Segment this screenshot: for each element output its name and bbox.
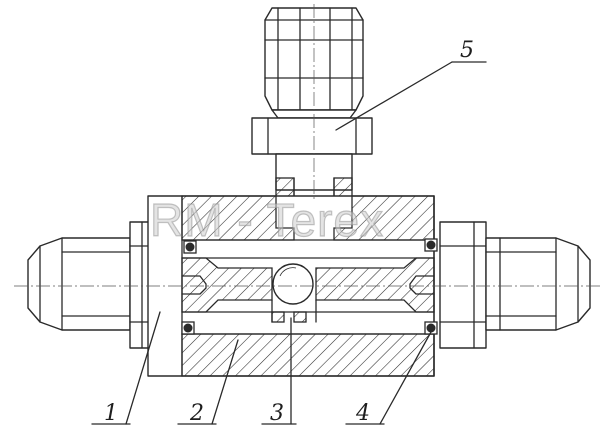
callout-1: 1	[91, 311, 161, 426]
callout-4: 4	[345, 331, 432, 426]
o-ring-top-right	[424, 238, 438, 252]
center-axes	[14, 4, 600, 287]
callout-2-label: 2	[189, 401, 204, 426]
callout-3: 3	[261, 317, 297, 426]
right-fitting	[439, 221, 591, 349]
o-rings	[181, 238, 438, 335]
callout-4-label: 4	[355, 401, 370, 426]
o-ring-bottom-left	[181, 321, 195, 335]
check-ball	[272, 263, 314, 305]
watermark: RM - Terex	[150, 194, 384, 246]
callout-5-label: 5	[460, 38, 474, 63]
callout-3-label: 3	[270, 401, 284, 426]
o-ring-top-left	[183, 240, 197, 254]
callout-5: 5	[335, 38, 487, 131]
o-ring-bottom-right	[424, 321, 438, 335]
callout-2: 2	[177, 339, 239, 426]
callout-1-label: 1	[104, 401, 118, 426]
callouts: 1 2 3 4 5	[91, 38, 487, 426]
